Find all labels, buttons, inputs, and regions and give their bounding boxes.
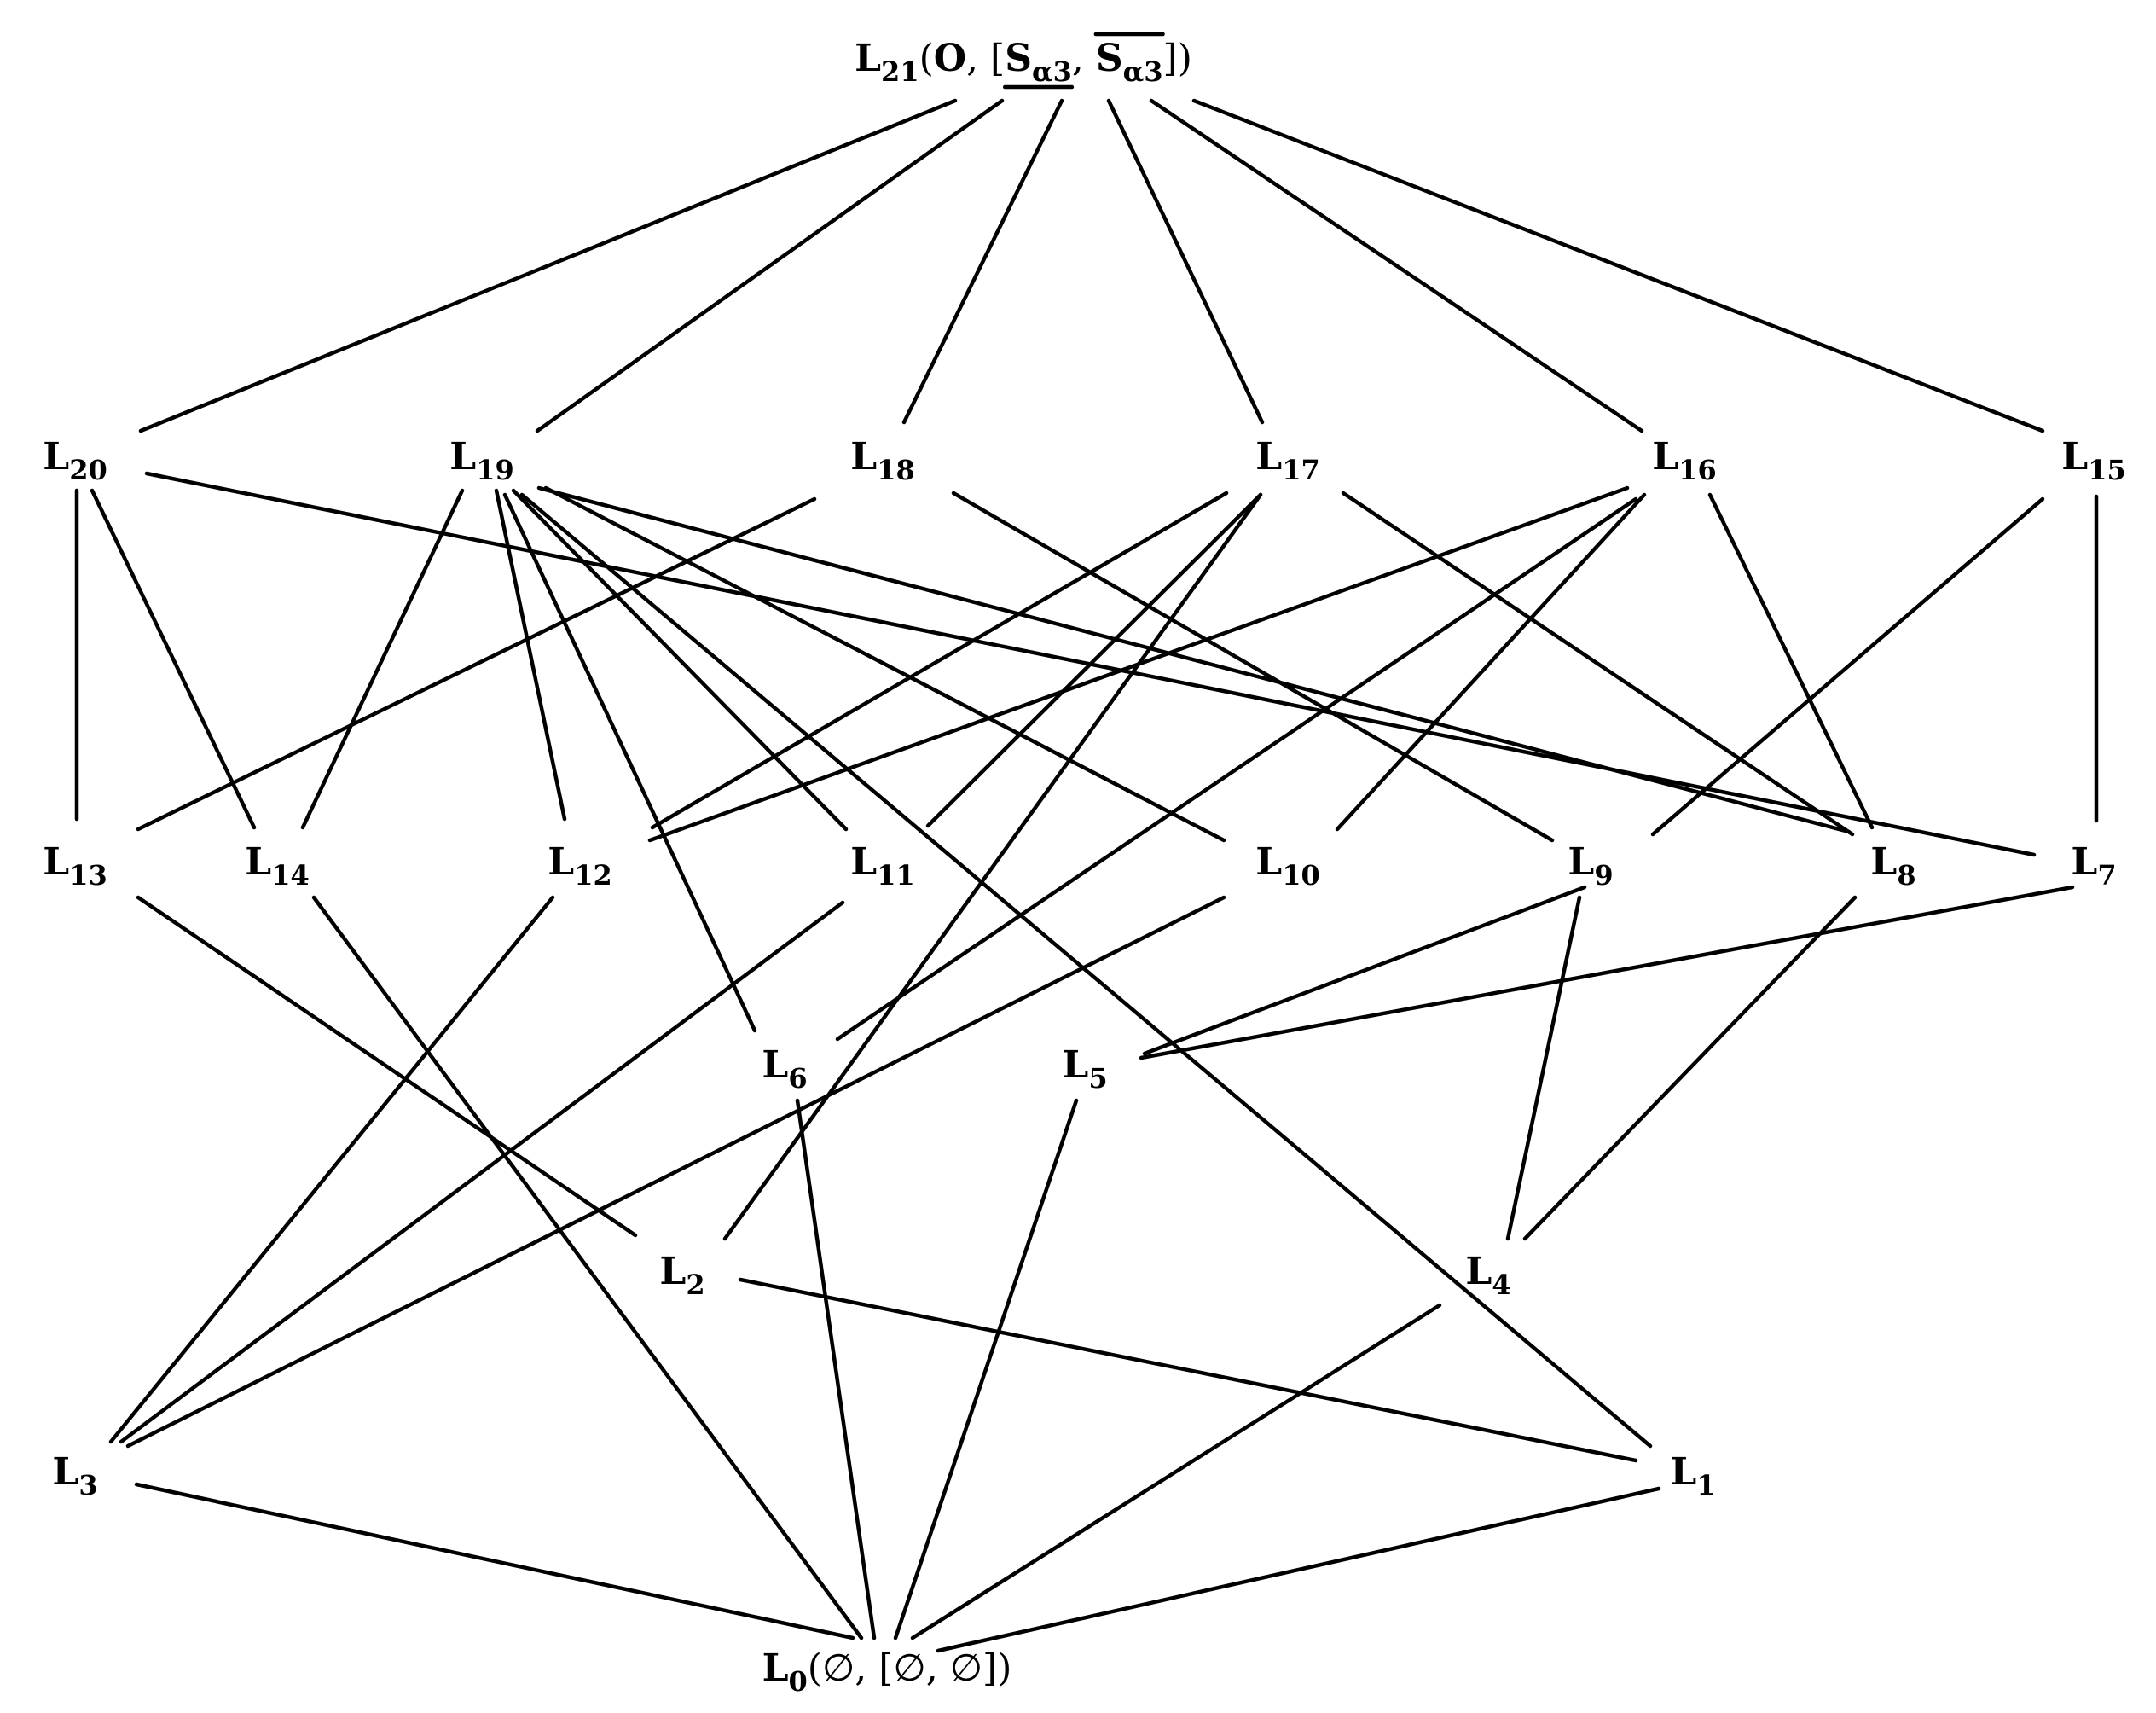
node-l13: L13 [43,840,107,891]
edge-l16-l12 [647,485,1630,843]
edge-l5-l0 [893,1098,1079,1640]
edge-l1-l0 [936,1486,1661,1653]
edge-l21-l15 [1191,98,2045,433]
node-l18: L18 [850,435,914,486]
node-l12: L12 [548,840,611,891]
edge-l9-l4 [1505,895,1582,1241]
edge-l8-l4 [1522,895,1858,1241]
edge-l20-l14 [90,488,257,830]
node-l21: L21(O, [Sα3, Sα3]) [855,37,1192,88]
node-l11: L11 [850,840,914,891]
node-l8: L8 [1870,840,1915,891]
edge-l7-l5 [1139,885,2075,1060]
node-l9: L9 [1568,840,1613,891]
edge-l16-l6 [835,496,1638,1042]
edge-l19-l14 [300,488,465,830]
edge-l21-l18 [901,98,1064,425]
node-l10: L10 [1255,840,1319,891]
node-l1: L1 [1670,1450,1715,1501]
edge-l18-l9 [951,491,1555,843]
edge-l16-l8 [1707,492,1875,830]
node-l5: L5 [1062,1043,1107,1095]
edge-l17-l11 [925,492,1263,828]
node-l20: L20 [43,435,107,486]
node-l15: L15 [2061,435,2125,486]
edge-l21-l19 [535,98,1005,433]
edge-l12-l3 [108,895,555,1444]
edge-l17-l12 [650,491,1229,830]
node-l14: L14 [245,840,309,891]
node-l17: L17 [1255,435,1319,486]
edge-l21-l16 [1149,98,1644,433]
edge-l2-l1 [738,1277,1638,1463]
edge-l10-l3 [125,895,1226,1449]
node-l6: L6 [762,1043,807,1095]
edge-l21-l17 [1106,98,1265,425]
node-l19: L19 [449,435,513,486]
lattice-edges [74,98,2099,1653]
edge-l17-l8 [1341,491,1855,837]
edge-l11-l3 [119,900,845,1444]
edge-l19-l8 [536,485,1852,834]
edge-l19-l12 [494,488,567,822]
node-l3: L3 [52,1450,97,1501]
node-l7: L7 [2071,840,2116,891]
edge-l15-l9 [1650,496,2045,837]
edge-l19-l6 [502,492,757,1033]
edge-l3-l0 [134,1482,855,1640]
edge-l19-l11 [511,488,849,832]
edge-l21-l20 [138,98,958,433]
edge-l19-l10 [543,485,1226,843]
edge-l18-l13 [136,496,817,832]
edge-l19-l1 [519,492,1653,1449]
edge-l13-l2 [136,895,638,1238]
node-l4: L4 [1465,1250,1510,1301]
node-l16: L16 [1652,435,1716,486]
edge-l14-l0 [311,895,864,1640]
edge-l6-l0 [795,1098,877,1640]
edge-l17-l2 [722,492,1263,1241]
node-l2: L2 [659,1250,704,1301]
edge-l9-l5 [1142,885,1587,1056]
edge-l16-l10 [1335,492,1647,832]
edge-l4-l0 [910,1303,1442,1640]
node-l0: L0(∅, [∅, ∅]) [762,1646,1012,1698]
